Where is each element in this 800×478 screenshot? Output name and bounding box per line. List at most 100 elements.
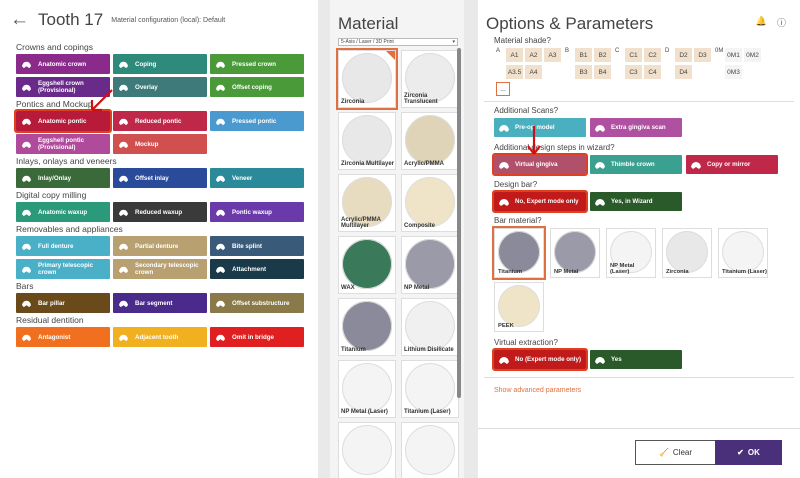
clear-button[interactable]: 🧹 Clear xyxy=(635,440,716,465)
bar-material-card[interactable]: NP Metal xyxy=(550,228,600,278)
material-card[interactable]: Acrylic/PMMA Multilayer xyxy=(338,174,396,232)
clear-label: Clear xyxy=(672,448,693,457)
restoration-button[interactable]: Antagonist xyxy=(16,327,110,347)
restoration-button[interactable]: Bar pillar xyxy=(16,293,110,313)
shade-cell[interactable]: 0M1 xyxy=(725,48,742,62)
restoration-button[interactable]: Anatomic pontic xyxy=(14,109,112,133)
shade-cell[interactable]: D3 xyxy=(694,48,711,62)
restoration-button[interactable]: Offset inlay xyxy=(113,168,207,188)
option-button[interactable]: Yes xyxy=(590,350,682,369)
bar-material-card[interactable]: Zirconia xyxy=(662,228,712,278)
restoration-button[interactable]: Bite splint xyxy=(210,236,304,256)
bar-material-label: NP Metal (Laser) xyxy=(610,263,635,275)
shade-cell[interactable]: A3.5 xyxy=(506,65,523,79)
restoration-button[interactable]: Secondary telescopic crown xyxy=(113,259,207,279)
option-button[interactable]: Extra gingiva scan xyxy=(590,118,682,137)
steps-question: Additional design steps in wizard? xyxy=(494,143,615,152)
tooth-header: ← Tooth 17 Material configuration (local… xyxy=(0,0,318,40)
restoration-button[interactable]: Reduced waxup xyxy=(113,202,207,222)
restoration-button[interactable]: Full denture xyxy=(16,236,110,256)
shade-cell[interactable]: 0M2 xyxy=(744,48,761,62)
restoration-button[interactable]: Partial denture xyxy=(113,236,207,256)
check-corner-icon xyxy=(386,51,395,60)
material-card[interactable]: Titanium xyxy=(338,298,396,356)
bar-material-card[interactable]: NP Metal (Laser) xyxy=(606,228,656,278)
material-card[interactable]: WAX xyxy=(338,236,396,294)
material-scrollbar[interactable] xyxy=(457,48,461,398)
material-card[interactable]: NP Metal xyxy=(401,236,459,294)
material-card[interactable]: Acrylic/PMMA xyxy=(401,112,459,170)
material-card[interactable]: Zirconia Translucent xyxy=(401,50,459,108)
bar-material-card[interactable]: Titanium (Laser) xyxy=(718,228,768,278)
restoration-button[interactable]: Pontic waxup xyxy=(210,202,304,222)
show-advanced-link[interactable]: Show advanced parameters xyxy=(494,387,582,394)
adjacent-tooth-icon xyxy=(117,332,129,342)
option-button[interactable]: Virtual gingiva xyxy=(492,153,588,176)
shade-cell[interactable]: B1 xyxy=(575,48,592,62)
restoration-button[interactable]: Eggshell crown (Provisional) xyxy=(16,77,110,97)
material-card[interactable]: Titanium (Laser) xyxy=(401,360,459,418)
shade-cell[interactable]: 0M3 xyxy=(725,65,742,79)
restoration-button[interactable]: Pressed pontic xyxy=(210,111,304,131)
shade-cell[interactable]: A2 xyxy=(525,48,542,62)
shade-group-letter: C xyxy=(615,48,620,54)
help-icon[interactable]: ⓘ xyxy=(776,18,786,28)
shade-cell[interactable]: D2 xyxy=(675,48,692,62)
bell-icon[interactable]: 🔔 xyxy=(755,16,767,26)
restoration-button[interactable]: Adjacent tooth xyxy=(113,327,207,347)
material-filter-select[interactable]: 5-Axis / Laser / 3D Print ▾ xyxy=(338,38,458,46)
restoration-button[interactable]: Bar segment xyxy=(113,293,207,313)
restoration-button[interactable]: Offset substructure xyxy=(210,293,304,313)
shade-cell[interactable]: B3 xyxy=(575,65,592,79)
material-card[interactable]: Lithium Disilicate xyxy=(401,298,459,356)
material-card[interactable] xyxy=(338,422,396,478)
back-arrow-icon[interactable]: ← xyxy=(10,9,29,30)
ok-button[interactable]: ✔ OK xyxy=(715,440,782,465)
shade-cell[interactable]: C2 xyxy=(644,48,661,62)
shade-cell[interactable]: B2 xyxy=(594,48,611,62)
restoration-button[interactable]: Mockup xyxy=(113,134,207,154)
option-button[interactable]: No, Expert mode only xyxy=(492,190,588,213)
material-card[interactable]: Zirconia xyxy=(336,48,398,110)
restoration-button[interactable]: Coping xyxy=(113,54,207,74)
restoration-button[interactable]: Veneer xyxy=(210,168,304,188)
material-label: Acrylic/PMMA xyxy=(404,161,445,167)
option-button[interactable]: Yes, in Wizard xyxy=(590,192,682,211)
bar-material-card[interactable]: PEEK xyxy=(494,282,544,332)
restoration-button[interactable]: Pressed crown xyxy=(210,54,304,74)
eggshell-pontic-icon xyxy=(20,139,32,149)
restoration-button[interactable]: Primary telescopic crown xyxy=(16,259,110,279)
option-button[interactable]: Copy or mirror xyxy=(686,155,778,174)
shade-cell[interactable]: C3 xyxy=(625,65,642,79)
shade-cell[interactable]: A3 xyxy=(544,48,561,62)
option-button[interactable]: Thimble crown xyxy=(590,155,682,174)
restoration-button[interactable]: Anatomic crown xyxy=(16,54,110,74)
restoration-label: Secondary telescopic crown xyxy=(135,262,199,276)
material-swatch xyxy=(405,363,455,413)
restoration-button[interactable]: Overlay xyxy=(113,77,207,97)
coping-icon xyxy=(117,59,129,69)
restoration-button[interactable]: Attachment xyxy=(210,259,304,279)
restoration-button[interactable]: Anatomic waxup xyxy=(16,202,110,222)
tooth-title: Tooth 17 xyxy=(38,10,104,29)
material-card[interactable]: NP Metal (Laser) xyxy=(338,360,396,418)
material-card[interactable]: Composite xyxy=(401,174,459,232)
design-bar-question: Design bar? xyxy=(494,180,538,189)
restoration-button[interactable]: Inlay/Onlay xyxy=(16,168,110,188)
shade-cell[interactable]: D4 xyxy=(675,65,692,79)
shade-cell[interactable]: C1 xyxy=(625,48,642,62)
option-button[interactable]: No (Expert mode only) xyxy=(492,348,588,371)
restoration-button[interactable]: Omit in bridge xyxy=(210,327,304,347)
shade-cell[interactable]: B4 xyxy=(594,65,611,79)
restoration-button[interactable]: Eggshell pontic (Provisional) xyxy=(16,134,110,154)
restoration-label: Pontic waxup xyxy=(232,208,272,216)
more-shades-button[interactable]: ... xyxy=(496,82,510,96)
restoration-button[interactable]: Offset coping xyxy=(210,77,304,97)
restoration-button[interactable]: Reduced pontic xyxy=(113,111,207,131)
material-card[interactable]: Zirconia Multilayer xyxy=(338,112,396,170)
bar-material-card[interactable]: Titanium xyxy=(492,226,546,280)
shade-cell[interactable]: C4 xyxy=(644,65,661,79)
shade-cell[interactable]: A1 xyxy=(506,48,523,62)
material-card[interactable] xyxy=(401,422,459,478)
shade-cell[interactable]: A4 xyxy=(525,65,542,79)
